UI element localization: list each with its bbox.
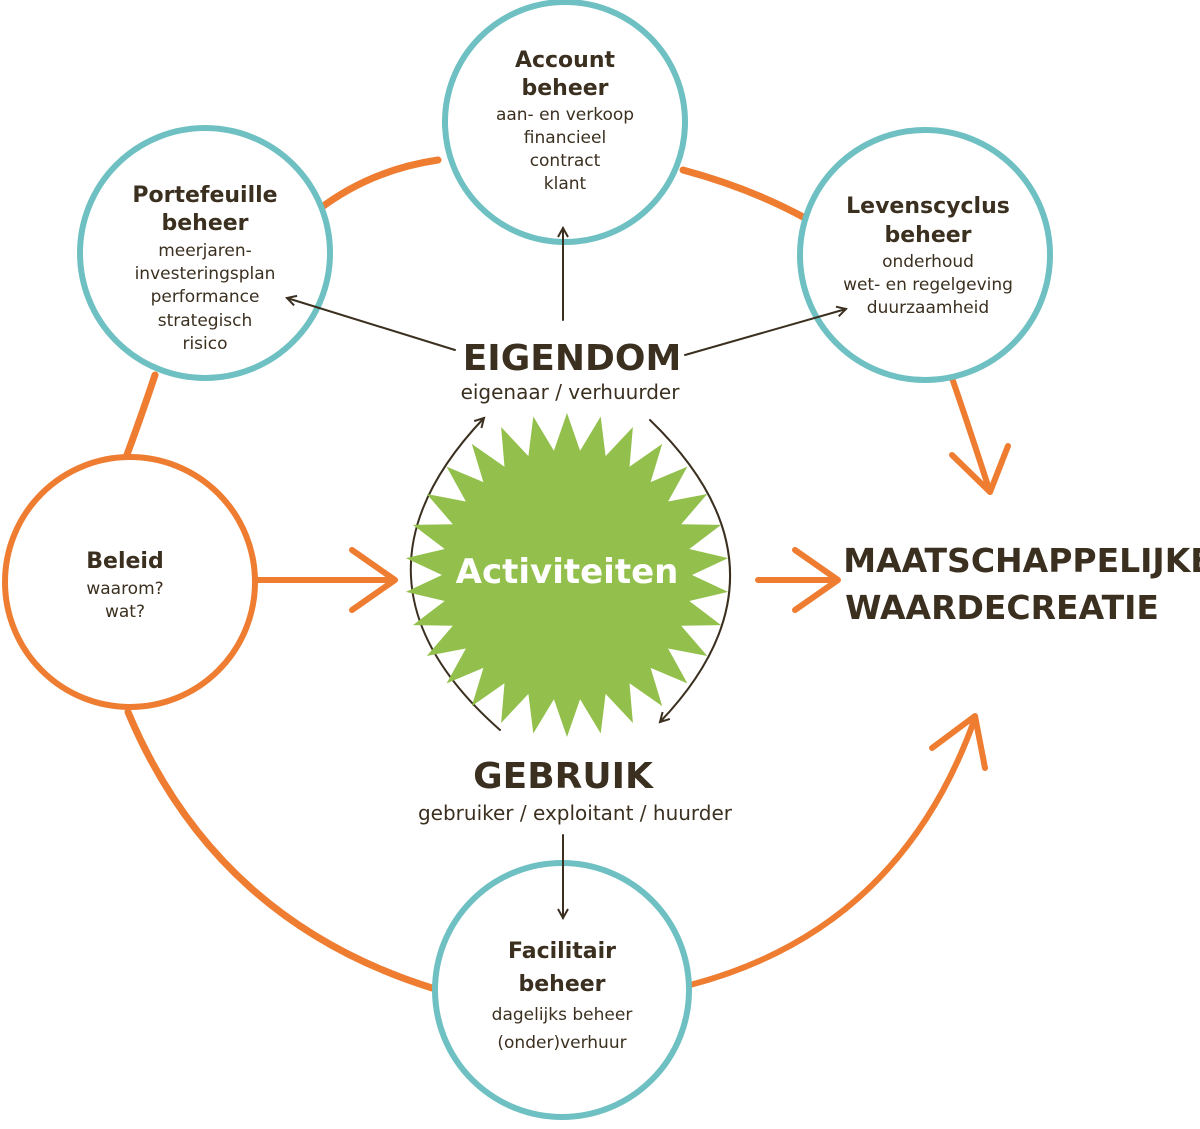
activiteiten-starburst — [405, 413, 729, 737]
arrow-eigendom-portefeuille — [287, 298, 456, 351]
account-line-4: klant — [544, 174, 587, 194]
outcome-line-2: WAARDECREATIE — [845, 588, 1159, 627]
arrowhead-beleid-activiteiten — [349, 547, 398, 613]
portefeuille-line-5: risico — [182, 334, 227, 354]
ring-segment-account-levenscyclus — [679, 166, 809, 222]
gebruik-label: GEBRUIK — [473, 756, 654, 797]
arrowhead-facilitair-outcome — [929, 713, 988, 771]
levenscyclus-title-2: beheer — [884, 223, 971, 248]
arrow-cycle-right — [649, 419, 731, 722]
portefeuille-line-3: performance — [151, 287, 260, 307]
facilitair-title-2: beheer — [518, 972, 605, 997]
facilitair-line-2: (onder)verhuur — [497, 1033, 626, 1053]
levenscyclus-title-1: Levenscyclus — [846, 194, 1010, 219]
facilitair-title-1: Facilitair — [508, 939, 616, 964]
facilitair-line-1: dagelijks beheer — [492, 1005, 633, 1025]
arrowhead-activiteiten-outcome — [792, 547, 841, 613]
dark-arrows — [287, 228, 846, 918]
arrow-eigendom-levenscyclus — [684, 309, 846, 356]
portefeuille-line-1: meerjaren- — [158, 241, 252, 261]
portefeuille-title-2: beheer — [161, 211, 248, 236]
eigendom-label: EIGENDOM — [463, 338, 682, 379]
portefeuille-line-2: investeringsplan — [135, 264, 276, 284]
beleid-title: Beleid — [86, 549, 163, 574]
eigendom-roles: eigenaar / verhuurder — [461, 380, 681, 404]
account-line-3: contract — [530, 151, 601, 171]
activiteiten-label: Activiteiten — [456, 552, 679, 592]
orange-ring — [121, 156, 809, 992]
arrowhead-levenscyclus-outcome — [949, 443, 1011, 495]
portefeuille-circle — [77, 125, 333, 381]
arrow-cycle-left — [409, 418, 501, 731]
outcome-line-1: MAATSCHAPPELIJKE — [843, 541, 1200, 580]
levenscyclus-circle — [797, 127, 1053, 383]
account-line-2: financieel — [524, 128, 606, 148]
ring-segment-portefeuille-account — [314, 156, 442, 214]
levenscyclus-line-3: duurzaamheid — [867, 298, 989, 318]
account-title-1: Account — [515, 48, 616, 73]
arrow-levenscyclus-outcome — [949, 375, 993, 495]
levenscyclus-line-2: wet- en regelgeving — [843, 275, 1013, 295]
levenscyclus-line-1: onderhoud — [882, 252, 974, 272]
account-title-2: beheer — [521, 76, 608, 101]
portefeuille-title-1: Portefeuille — [132, 183, 277, 208]
account-line-1: aan- en verkoop — [496, 105, 634, 125]
beleid-line-2: wat? — [105, 602, 145, 622]
gebruik-roles: gebruiker / exploitant / huurder — [418, 801, 733, 825]
ring-segment-portefeuille-beleid — [121, 371, 159, 464]
beleid-circle — [2, 454, 258, 710]
beleid-line-1: waarom? — [86, 579, 163, 599]
arrow-facilitair-outcome — [687, 715, 978, 988]
account-circle — [442, 0, 688, 245]
ring-segment-beleid-facilitair — [124, 708, 436, 992]
outcome-arrows — [252, 375, 1011, 988]
portefeuille-line-4: strategisch — [158, 311, 253, 331]
